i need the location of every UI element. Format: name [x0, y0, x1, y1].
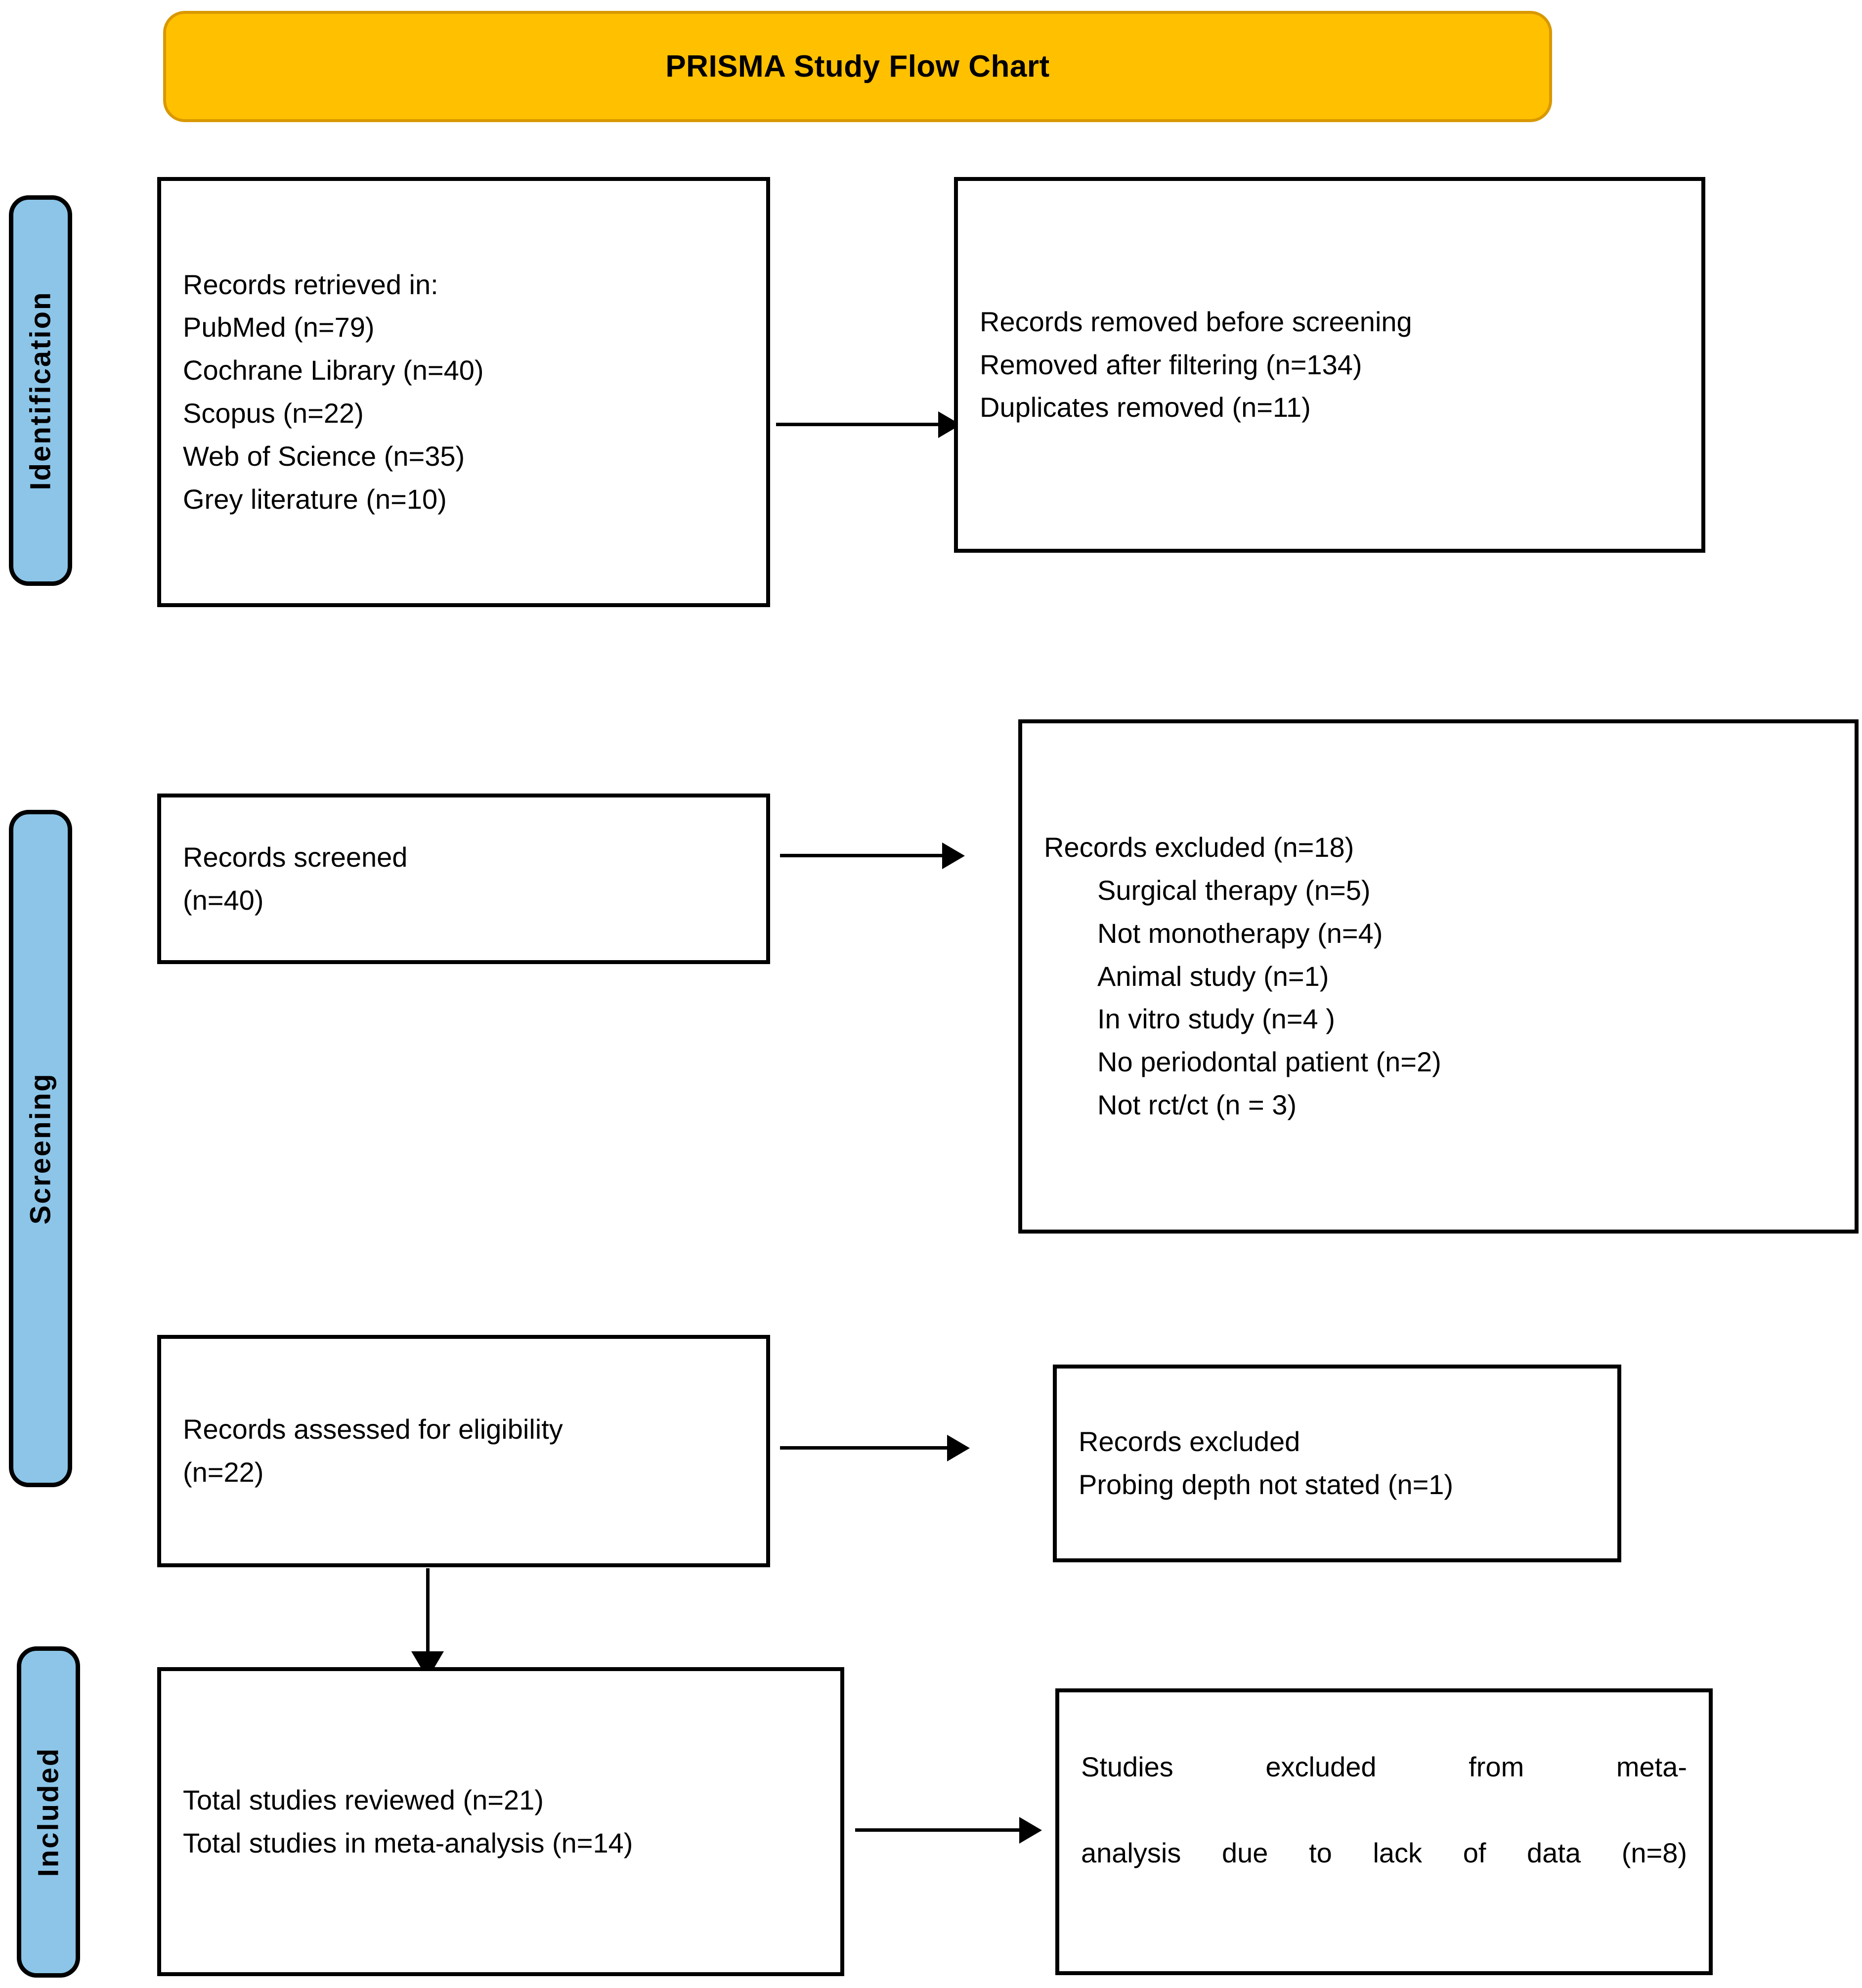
records-excluded-screening-line-4: In vitro study (n=4 )	[1097, 1003, 1335, 1035]
box-records-excluded-eligibility: Records excluded Probing depth not state…	[1053, 1365, 1621, 1562]
arrow-retrieved-to-removed	[776, 423, 939, 426]
box-records-removed-before-screening: Records removed before screening Removed…	[954, 177, 1705, 553]
stage-label-included: Included	[32, 1747, 65, 1877]
stage-bar-screening: Screening	[9, 810, 72, 1487]
arrow-screened-to-excluded	[780, 854, 943, 857]
arrow-screened-to-excluded-head	[942, 842, 965, 869]
box-studies-excluded-meta: Studies excluded from meta- analysis due…	[1055, 1688, 1713, 1975]
arrow-assessed-to-included	[426, 1568, 430, 1667]
records-excluded-eligibility-line-0: Records excluded	[1079, 1426, 1300, 1458]
arrow-included-to-excluded-meta	[855, 1828, 1021, 1832]
chart-title-banner: PRISMA Study Flow Chart	[163, 11, 1552, 122]
records-assessed-line-1: (n=22)	[183, 1457, 264, 1488]
records-retrieved-line-3: Scopus (n=22)	[183, 398, 364, 429]
records-excluded-eligibility-line-1: Probing depth not stated (n=1)	[1079, 1469, 1454, 1500]
arrow-included-to-excluded-meta-head	[1019, 1817, 1042, 1844]
included-totals-line-0: Total studies reviewed (n=21)	[183, 1784, 544, 1815]
records-excluded-screening-line-3: Animal study (n=1)	[1097, 960, 1329, 992]
records-retrieved-line-0: Records retrieved in:	[183, 268, 438, 300]
records-screened-line-0: Records screened	[183, 841, 408, 873]
arrow-assessed-to-excluded	[780, 1446, 948, 1450]
box-records-excluded-screening: Records excluded (n=18) Surgical therapy…	[1018, 719, 1859, 1234]
stage-bar-included: Included	[17, 1646, 80, 1978]
records-retrieved-line-1: PubMed (n=79)	[183, 311, 375, 343]
records-excluded-screening-line-6: Not rct/ct (n = 3)	[1097, 1089, 1297, 1120]
studies-excluded-meta-line-0: Studies excluded from meta-	[1081, 1751, 1687, 1783]
records-removed-line-0: Records removed before screening	[980, 301, 1680, 344]
records-retrieved-line-4: Web of Science (n=35)	[183, 440, 465, 472]
records-removed-line-2: Duplicates removed (n=11)	[980, 392, 1311, 423]
records-screened-line-1: (n=40)	[183, 884, 264, 916]
records-assessed-line-0: Records assessed for eligibility	[183, 1414, 563, 1445]
records-retrieved-line-5: Grey literature (n=10)	[183, 483, 447, 515]
box-records-retrieved: Records retrieved in: PubMed (n=79) Coch…	[157, 177, 770, 607]
records-removed-italic: before screening	[1206, 306, 1412, 337]
records-excluded-screening-line-5: No periodontal patient (n=2)	[1097, 1046, 1441, 1078]
stage-label-screening: Screening	[24, 1072, 57, 1225]
records-excluded-screening-line-1: Surgical therapy (n=5)	[1097, 875, 1371, 906]
studies-excluded-meta-line-1: analysis due to lack of data (n=8)	[1081, 1837, 1687, 1868]
included-totals-line-1: Total studies in meta-analysis (n=14)	[183, 1827, 633, 1858]
records-removed-plain: Records removed	[980, 306, 1206, 337]
box-records-assessed-eligibility: Records assessed for eligibility (n=22)	[157, 1335, 770, 1567]
arrow-assessed-to-excluded-head	[947, 1435, 970, 1461]
stage-label-identification: Identification	[24, 291, 57, 490]
page-title: PRISMA Study Flow Chart	[665, 49, 1050, 84]
stage-bar-identification: Identification	[9, 195, 72, 586]
box-records-screened: Records screened (n=40)	[157, 794, 770, 964]
records-excluded-screening-line-2: Not monotherapy (n=4)	[1097, 917, 1383, 949]
box-included-totals: Total studies reviewed (n=21) Total stud…	[157, 1667, 844, 1976]
records-excluded-screening-line-0: Records excluded (n=18)	[1044, 832, 1354, 863]
records-retrieved-line-2: Cochrane Library (n=40)	[183, 354, 484, 386]
records-removed-line-1: Removed after filtering (n=134)	[980, 349, 1362, 380]
